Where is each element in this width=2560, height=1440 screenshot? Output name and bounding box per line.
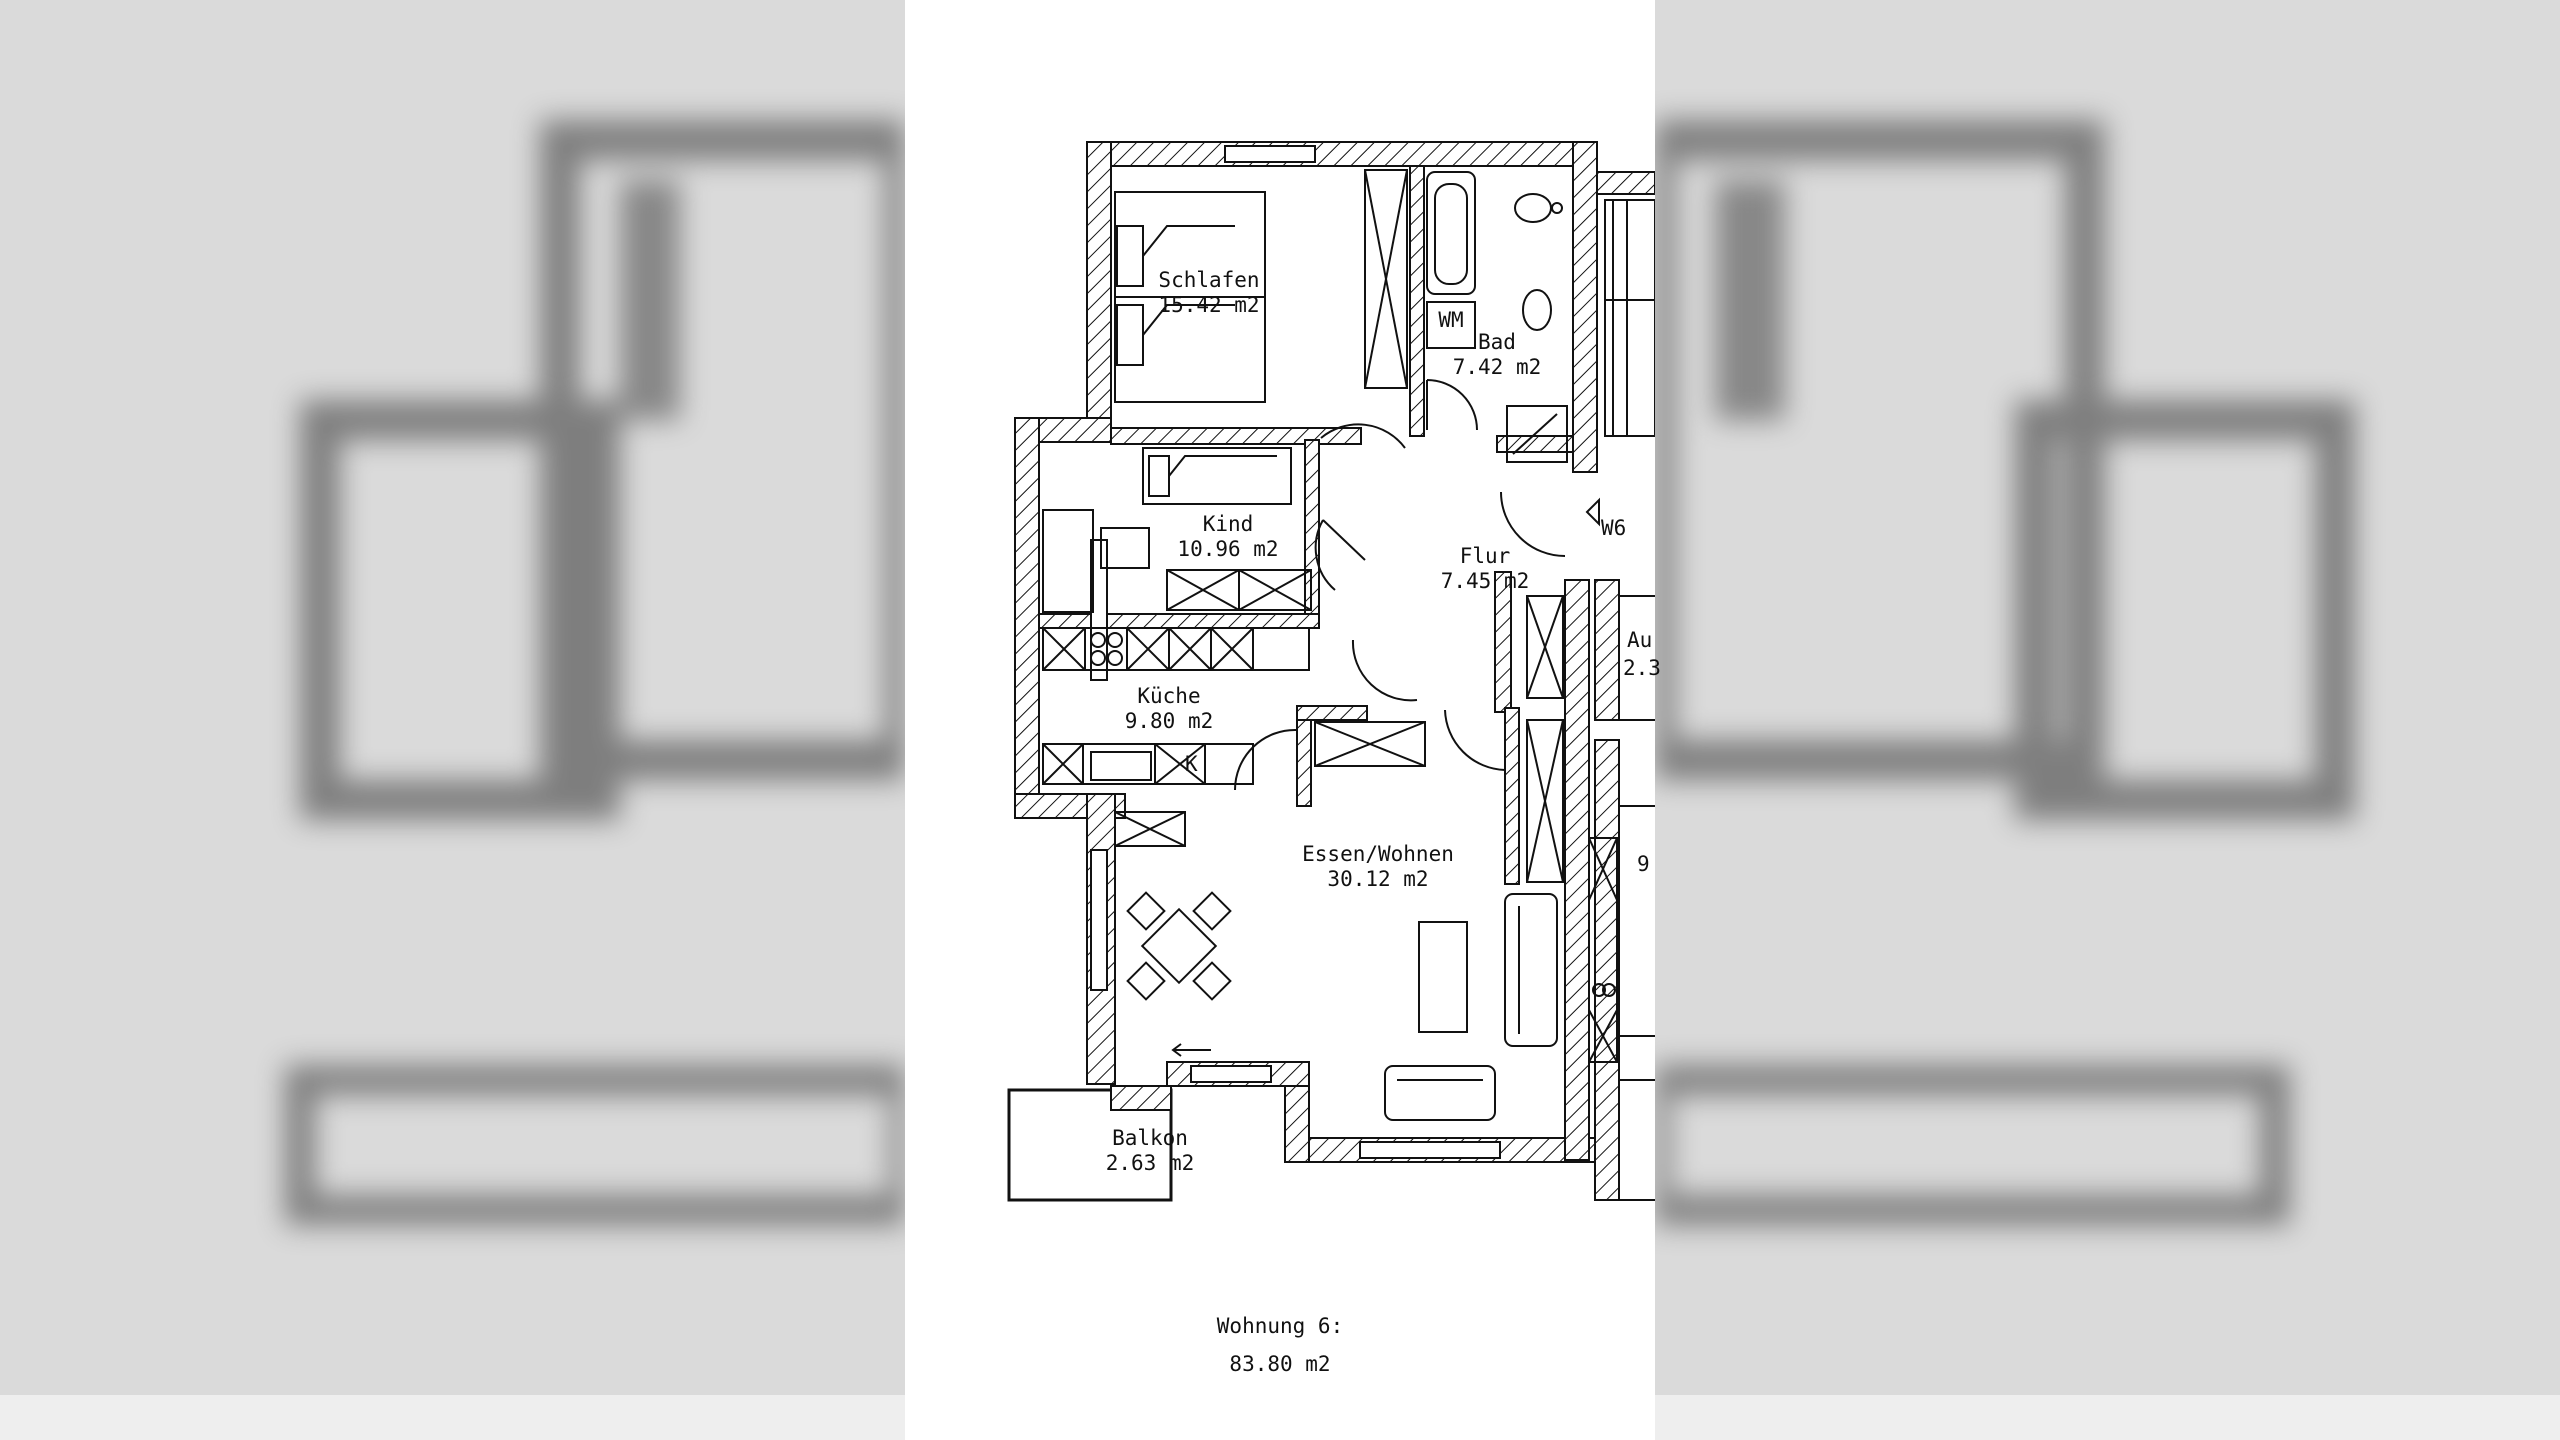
balcony-outline [1007,1088,1173,1202]
room-kueche-area: 9.80 m2 [1124,709,1214,733]
kitchen-k-mark: K [1185,752,1198,776]
double-bed [1114,191,1266,403]
shower [1506,405,1568,463]
room-kueche-name: Küche [1137,684,1201,708]
wardrobe [1364,169,1408,389]
blurred-background-left [0,0,905,1440]
kind-desk [1042,509,1150,613]
room-essen-area: 30.12 m2 [1327,867,1429,891]
room-schlafen: Schlafen 15.42 m2 [1158,268,1259,318]
schlafen-door[interactable] [1320,423,1406,449]
floor-plan-drawing [1007,141,1655,1202]
room-bad-name: Bad [1478,330,1516,354]
room-kueche: Küche 9.80 m2 [1125,684,1214,734]
balcony-arrow [1171,1043,1211,1057]
neighbor-walls [1594,579,1620,1201]
neighbor-kitchen [1588,837,1618,1063]
kind-wardrobe [1166,569,1312,611]
entrance-marker [1585,497,1600,527]
floor-plan-sheet: Schlafen 15.42 m2 WM Bad 7.42 m2 Kind 10… [905,0,1661,1440]
kitchen-cabinet [1114,811,1186,847]
sideboard [1314,721,1426,767]
washing-machine [1426,301,1476,349]
unit-name: Wohnung 6: [1216,1314,1344,1338]
stairwell [1604,199,1655,437]
room-flur-name: Flur [1459,544,1511,568]
neighbor-fragment: 9 [1637,852,1650,876]
neighbor-outline [1618,595,1655,1201]
room-balkon-area: 2.63 m2 [1105,1151,1195,1175]
room-balkon-name: Balkon [1112,1126,1188,1150]
sofa-bottom [1384,1065,1496,1121]
room-schlafen-name: Schlafen [1158,268,1260,292]
kind-door[interactable] [1314,519,1366,591]
kitchen-k-label: K [1185,752,1198,777]
bathtub [1426,171,1476,295]
flur-door[interactable] [1351,639,1418,702]
room-kind: Kind 10.96 m2 [1177,512,1278,562]
room-kind-name: Kind [1202,512,1254,536]
essen-door[interactable] [1444,709,1506,771]
room-essen: Essen/Wohnen 30.12 m2 [1302,842,1454,892]
room-flur: Flur 7.45 m2 [1441,544,1530,594]
room-bad-area: 7.42 m2 [1452,355,1542,379]
kitchen-counter-top [1042,627,1310,671]
blurred-background-right [1655,0,2560,1440]
interior-walls [1038,165,1574,885]
toilet [1514,193,1563,223]
room-schlafen-area: 15.42 m2 [1158,293,1260,317]
wm-label: WM [1438,308,1463,333]
neighbor-au-label: Au [1627,628,1653,652]
neighbor-w6-label: W6 [1601,516,1627,540]
room-flur-area: 7.45 m2 [1440,569,1530,593]
room-balkon: Balkon 2.63 m2 [1106,1126,1195,1176]
exterior-walls [1014,141,1655,1163]
sofa-right [1504,893,1558,1047]
kueche-door[interactable] [1234,728,1298,791]
room-bad: Bad 7.42 m2 [1453,330,1542,380]
unit-total-area: 83.80 m2 [1229,1352,1331,1376]
single-bed [1142,447,1292,505]
bad-door[interactable] [1426,379,1478,431]
dining-table [1126,891,1232,1001]
coffee-table [1418,921,1468,1033]
washbasin [1522,289,1552,331]
kitchen-counter-bottom [1042,743,1254,785]
room-essen-name: Essen/Wohnen [1302,842,1454,866]
neighbor-au-area: 2.3 [1623,656,1661,680]
entrance-door[interactable] [1500,491,1566,557]
room-kind-area: 10.96 m2 [1177,537,1279,561]
washing-machine-label: WM [1438,308,1464,332]
flur-wardrobe [1526,595,1564,883]
